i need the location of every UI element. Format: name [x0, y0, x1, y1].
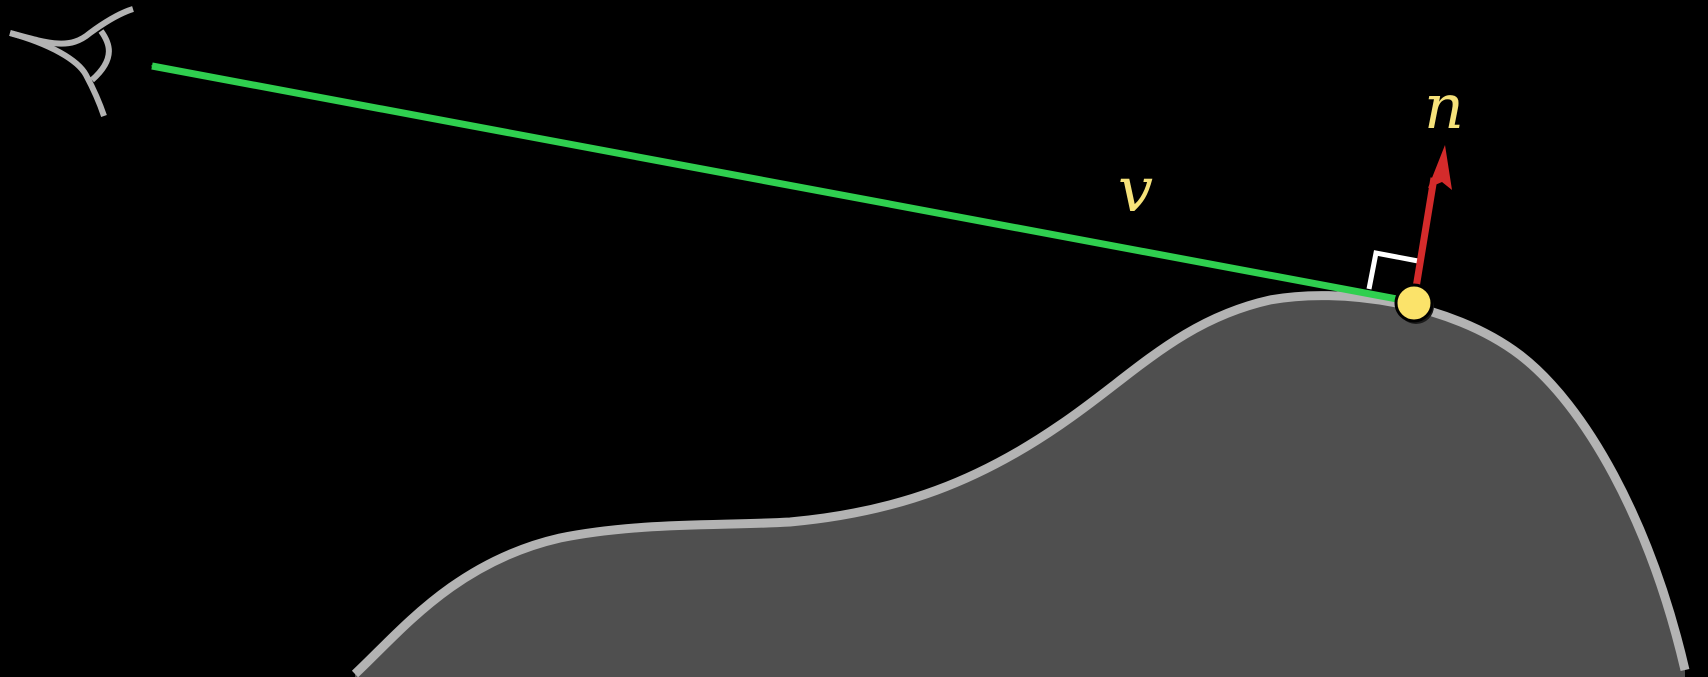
right-angle-marker — [1369, 253, 1418, 289]
view-vector-arrow — [152, 66, 1413, 302]
eye-icon — [10, 9, 133, 116]
normal-vector-arrowhead — [1428, 145, 1452, 190]
point-marker — [1396, 285, 1432, 321]
normal-vector-label: n — [1424, 70, 1464, 143]
normal-vector-shaft — [1414, 178, 1434, 300]
view-vector-label: v — [1118, 153, 1153, 226]
surface-shape — [355, 296, 1685, 677]
